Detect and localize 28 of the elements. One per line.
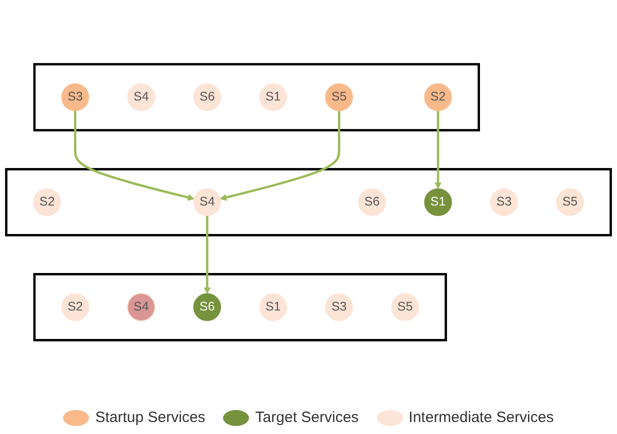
arrow [220, 111, 340, 202]
node-circle: S2 [33, 188, 61, 216]
node-circle: S4 [127, 294, 156, 322]
node-circle: S4 [193, 188, 222, 216]
node-circle: S2 [61, 294, 90, 322]
node-circle: S6 [193, 294, 222, 322]
node-circle: S1 [259, 84, 287, 112]
node-circle: S3 [61, 84, 90, 112]
node-circle: S6 [193, 84, 222, 112]
arrow [204, 216, 211, 294]
arrow [74, 111, 194, 202]
cluster [5, 168, 612, 237]
cluster [33, 63, 480, 132]
node-circle: S5 [556, 188, 584, 216]
legend-label: Startup Services [95, 409, 206, 426]
legend-label: Intermediate Services [408, 409, 554, 426]
node-circle: S1 [424, 188, 452, 216]
legend-label: Target Services [255, 409, 359, 426]
node-circle: S6 [358, 188, 386, 216]
node-circle: S3 [490, 188, 518, 216]
node-circle: S2 [424, 84, 452, 112]
node-circle: S4 [127, 84, 156, 112]
node-circle: S5 [391, 294, 419, 322]
node-circle: S5 [325, 84, 353, 112]
arrow [434, 111, 442, 190]
node-circle: S3 [325, 294, 353, 322]
node-circle: S1 [259, 294, 287, 322]
cluster [33, 273, 447, 342]
